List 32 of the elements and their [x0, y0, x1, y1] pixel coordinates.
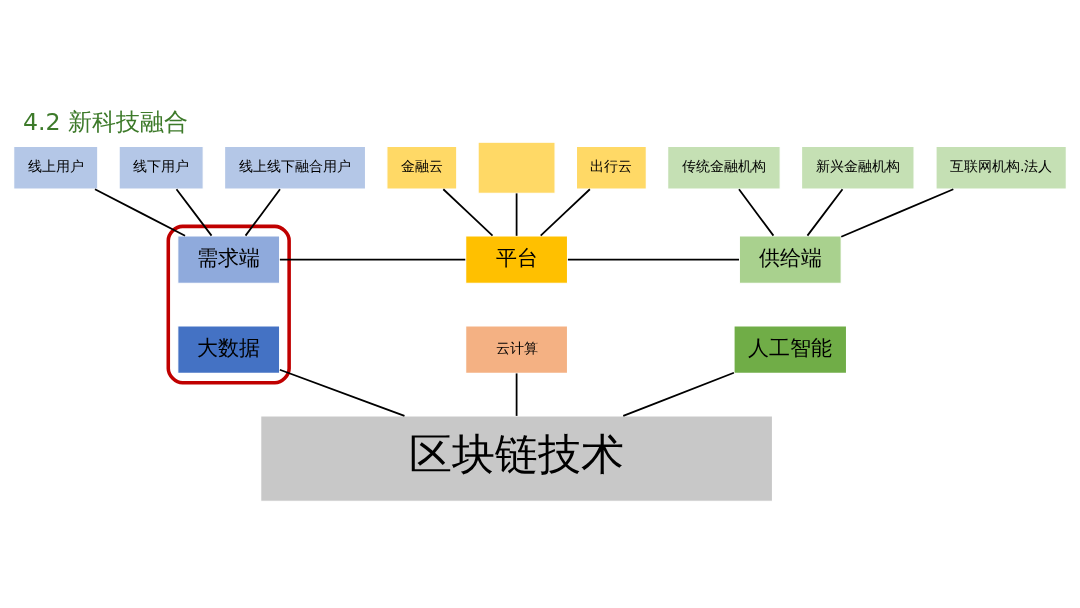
cluster: [166, 224, 291, 385]
connector: [840, 188, 955, 238]
connector: [94, 188, 186, 237]
diagram-title: 4.2 新科技融合: [22, 108, 189, 137]
node-box: 互联网机构.法人: [935, 145, 1067, 190]
connector: [515, 372, 518, 417]
node-box: 金融云: [386, 145, 458, 190]
connector: [806, 188, 844, 237]
connector: [244, 188, 281, 237]
node-box: 需求端: [177, 235, 281, 284]
connector: [278, 368, 406, 417]
node-box: 供给端: [738, 235, 842, 284]
node-box: 人工智能: [733, 325, 848, 374]
node-box: 区块链技术: [260, 415, 774, 502]
node-box: 云计算: [465, 325, 569, 374]
connector: [279, 258, 467, 261]
node-box: 出行云: [575, 145, 647, 190]
connector: [515, 192, 518, 237]
node-box: 新兴金融机构: [800, 145, 915, 190]
connector: [539, 188, 591, 237]
node-box: 线上用户: [13, 145, 99, 190]
node-box: 线上线下融合用户: [223, 145, 367, 190]
node-box: 传统金融机构: [667, 145, 781, 190]
connector: [442, 188, 494, 237]
node-box: 大数据: [177, 325, 281, 374]
node-box: [477, 141, 556, 194]
connector: [175, 188, 213, 237]
node-box: 平台: [465, 235, 569, 284]
connector: [622, 371, 735, 417]
node-box: 线下用户: [118, 145, 204, 190]
connector: [738, 188, 775, 237]
connector: [567, 258, 740, 261]
